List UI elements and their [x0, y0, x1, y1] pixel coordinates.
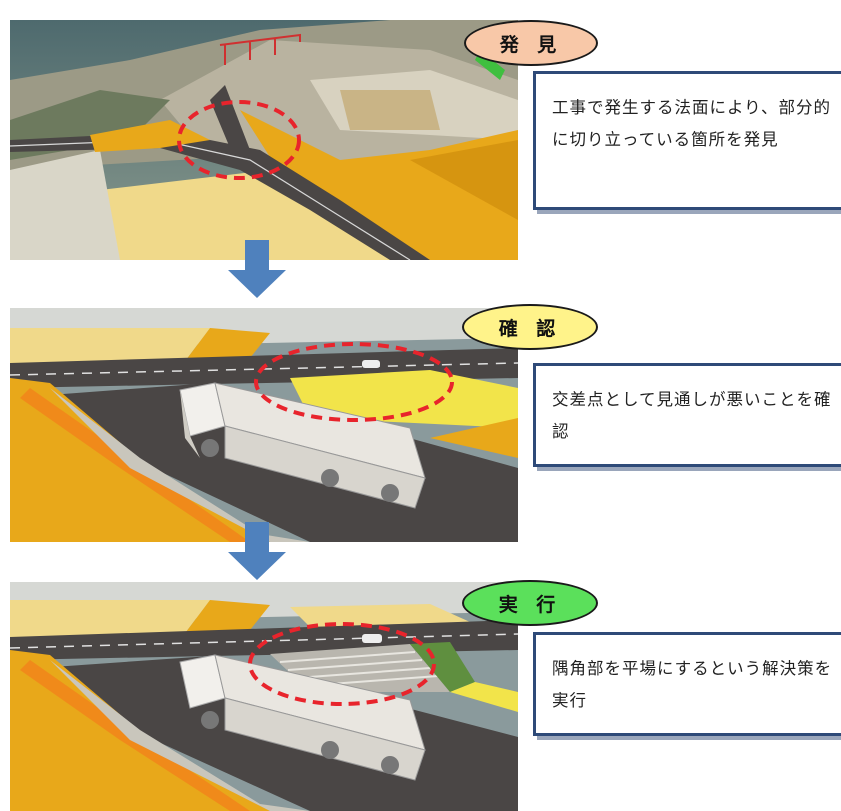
- step-2-label: 確 認: [498, 317, 562, 340]
- truck-icon: [179, 382, 426, 509]
- down-arrow-icon: [228, 240, 286, 298]
- highlight-ellipse-2: [254, 342, 454, 422]
- terrain-render-3: [10, 582, 518, 811]
- step-2-note-text: 交差点として見通しが悪いことを確認: [552, 390, 832, 441]
- step-1-image: [10, 20, 518, 260]
- down-arrow-icon: [228, 522, 286, 580]
- terrain-render-2: [10, 308, 518, 542]
- step-1-note-text: 工事で発生する法面により、部分的に切り立っている箇所を発見: [552, 98, 832, 149]
- step-2-badge: 確 認: [462, 304, 598, 350]
- step-3-badge: 実 行: [462, 580, 598, 626]
- highlight-ellipse-3: [248, 622, 436, 706]
- step-1-note: 工事で発生する法面により、部分的に切り立っている箇所を発見: [533, 71, 841, 210]
- step-3-image: [10, 582, 518, 811]
- step-3-note-text: 隅角部を平場にするという解決策を実行: [552, 659, 833, 710]
- step-3-label: 実 行: [498, 593, 562, 616]
- step-1-badge: 発 見: [464, 20, 598, 66]
- step-1-label: 発 見: [499, 33, 563, 56]
- step-3-note: 隅角部を平場にするという解決策を実行: [533, 632, 841, 736]
- terrain-render-1: [10, 20, 518, 260]
- highlight-ellipse-1: [177, 100, 301, 180]
- step-2-image: [10, 308, 518, 542]
- step-2-note: 交差点として見通しが悪いことを確認: [533, 363, 841, 467]
